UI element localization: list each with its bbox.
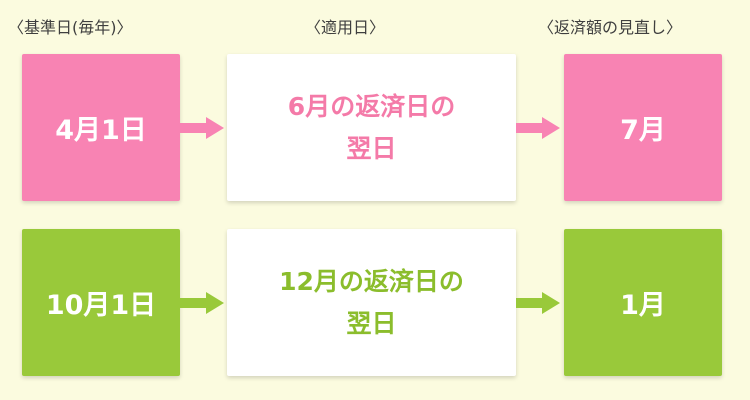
row1-arrow-icon-1	[180, 117, 224, 139]
header-base-date: 〈基準日(毎年)〉	[8, 18, 133, 37]
row2-arrow-icon-2	[516, 292, 560, 314]
header-payment-review: 〈返済額の見直し〉	[538, 18, 683, 37]
row2-arrow-icon-1	[180, 292, 224, 314]
row1-review-box: 7月	[564, 54, 722, 201]
row2-base-date-box: 10月1日	[22, 229, 180, 376]
row1-applied-date-box: 6月の返済日の 翌日	[227, 54, 516, 201]
row2-applied-date-text: 12月の返済日の 翌日	[279, 266, 464, 338]
row1-base-date-box: 4月1日	[22, 54, 180, 201]
header-applied-date: 〈適用日〉	[305, 18, 386, 37]
row2-review-box: 1月	[564, 229, 722, 376]
row1-arrow-icon-2	[516, 117, 560, 139]
row2-applied-date-box: 12月の返済日の 翌日	[227, 229, 516, 376]
row1-applied-date-text: 6月の返済日の 翌日	[287, 91, 456, 163]
